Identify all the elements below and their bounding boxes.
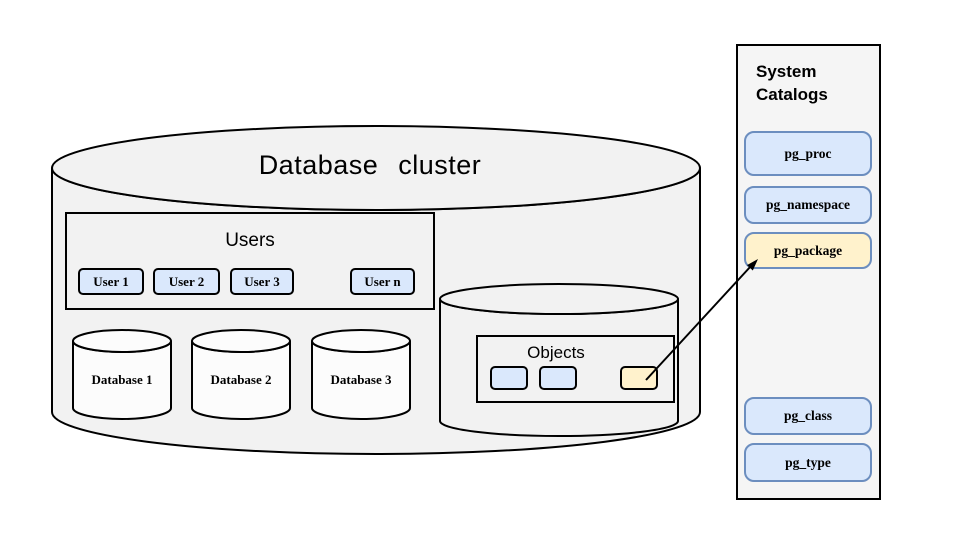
user-n-box: User n (350, 268, 415, 295)
users-box (65, 212, 435, 310)
users-box-title: Users (225, 230, 275, 251)
pg-package-box: pg_package (744, 232, 872, 269)
user-1-box: User 1 (78, 268, 144, 295)
database-3-label: Database 3 (330, 372, 392, 387)
user-3-box: User 3 (230, 268, 294, 295)
objects-box-title: Objects (527, 343, 585, 362)
object-chip-package (620, 366, 658, 390)
database-2-cylinder (191, 329, 291, 420)
pg-proc-box: pg_proc (744, 131, 872, 176)
cluster-title: Database cluster (258, 150, 482, 180)
database-3-cylinder (311, 329, 411, 420)
database-1-label: Database 1 (91, 372, 153, 387)
system-catalogs-title: System Catalogs (756, 62, 828, 104)
database-2-label: Database 2 (210, 372, 272, 387)
database-1-cylinder (72, 329, 172, 420)
pg-class-box: pg_class (744, 397, 872, 435)
pg-type-box: pg_type (744, 443, 872, 482)
object-chip-blue-2 (539, 366, 577, 390)
object-chip-blue-1 (490, 366, 528, 390)
user-2-box: User 2 (153, 268, 220, 295)
pg-namespace-box: pg_namespace (744, 186, 872, 224)
